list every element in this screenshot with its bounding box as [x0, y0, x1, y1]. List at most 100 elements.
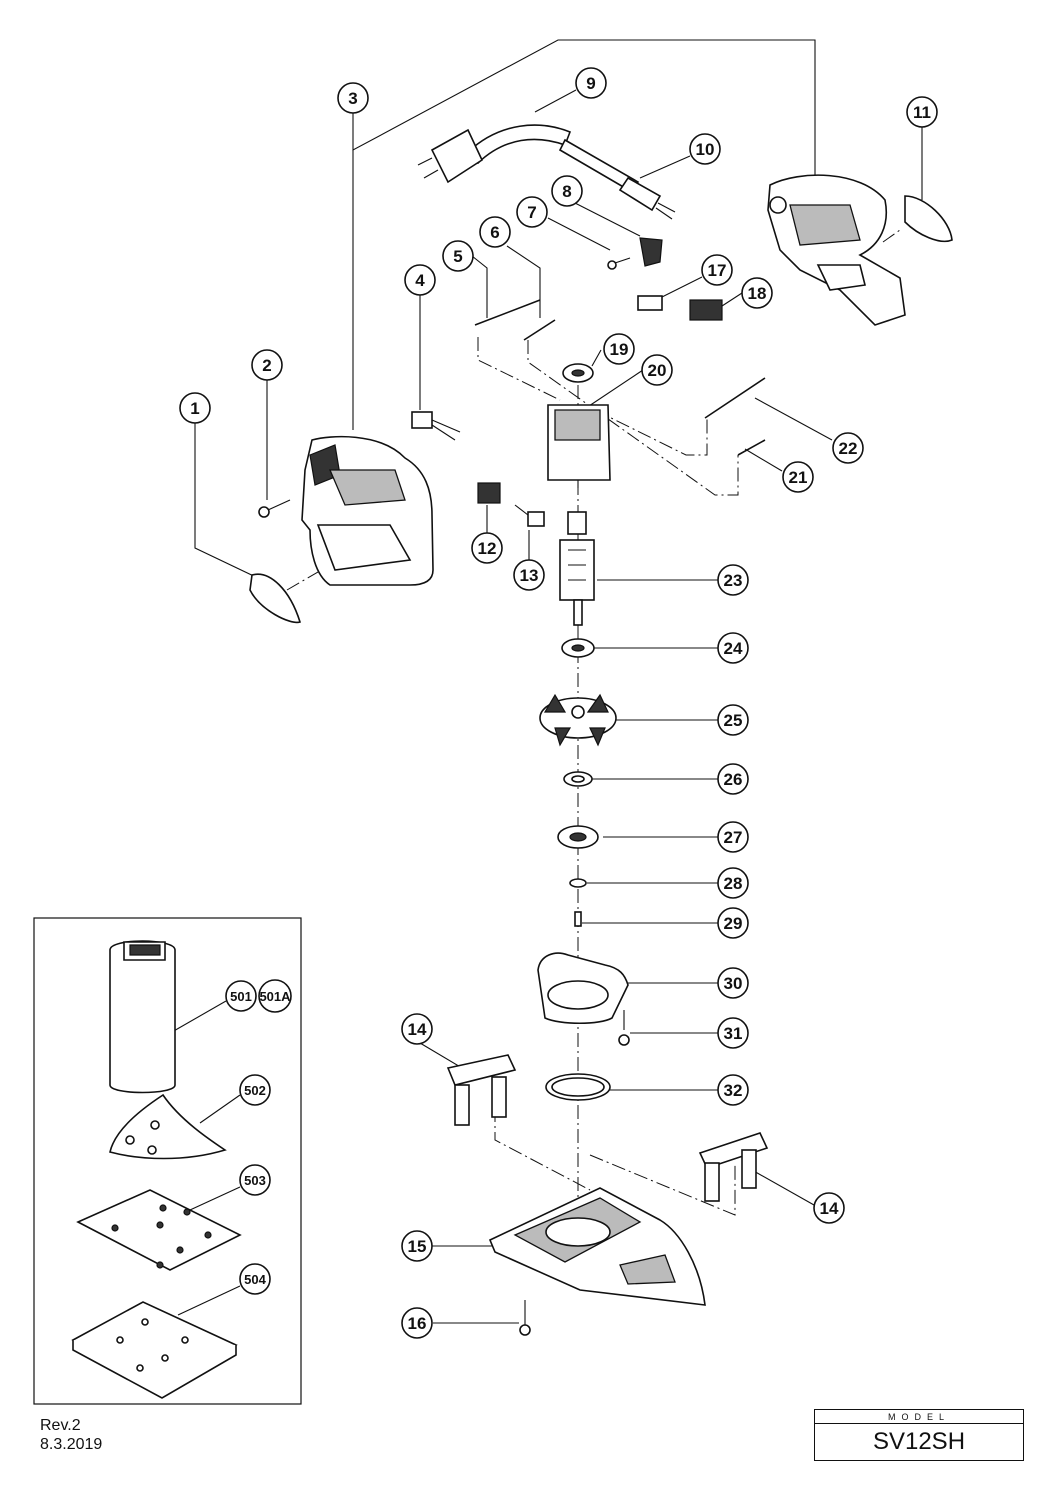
brush-holder — [477, 482, 501, 504]
svg-text:14: 14 — [820, 1199, 839, 1218]
handle-cover-left — [249, 573, 302, 624]
internal-wires — [474, 299, 766, 456]
power-switch — [689, 299, 723, 321]
callout-23: 23 — [717, 564, 749, 596]
screw-16 — [519, 1300, 531, 1336]
callout-18: 18 — [741, 277, 773, 309]
stator — [547, 404, 611, 488]
bearing-27 — [557, 825, 599, 849]
noise-suppressor — [411, 411, 461, 441]
svg-text:23: 23 — [724, 571, 743, 590]
callout-31: 31 — [717, 1017, 749, 1049]
model-title-box: MODEL SV12SH — [814, 1409, 1024, 1461]
screw-2 — [258, 499, 291, 518]
pad-joint-right — [698, 1132, 769, 1202]
bearing-19 — [562, 363, 594, 383]
svg-text:9: 9 — [586, 74, 595, 93]
callout-24: 24 — [717, 632, 749, 664]
svg-text:18: 18 — [748, 284, 767, 303]
model-name: SV12SH — [872, 1428, 966, 1455]
fan — [539, 693, 617, 747]
svg-text:503: 503 — [244, 1173, 266, 1188]
callout-28: 28 — [717, 867, 749, 899]
callout-3: 3 — [337, 82, 369, 114]
callout-21: 21 — [782, 461, 814, 493]
washer-28 — [569, 878, 587, 888]
svg-text:501A: 501A — [259, 989, 291, 1004]
svg-text:27: 27 — [724, 828, 743, 847]
svg-text:1: 1 — [190, 399, 199, 418]
punch-sheet — [76, 1189, 242, 1271]
svg-text:7: 7 — [527, 203, 536, 222]
dust-bag — [109, 940, 176, 1094]
power-cord — [466, 124, 676, 220]
callout-2: 2 — [251, 349, 283, 381]
svg-text:24: 24 — [724, 639, 743, 658]
svg-text:31: 31 — [724, 1024, 743, 1043]
housing-right-half — [767, 174, 906, 326]
callout-32: 32 — [717, 1074, 749, 1106]
svg-text:22: 22 — [839, 439, 858, 458]
armature — [559, 511, 595, 626]
svg-text:5: 5 — [453, 247, 462, 266]
power-plug — [417, 128, 484, 184]
callout-501: 501 — [225, 980, 257, 1012]
svg-text:2: 2 — [262, 356, 271, 375]
washer-26 — [563, 771, 593, 787]
callout-17: 17 — [701, 254, 733, 286]
callout-5: 5 — [442, 240, 474, 272]
svg-text:13: 13 — [520, 566, 539, 585]
revision-block: Rev.2 8.3.2019 — [40, 1416, 102, 1454]
svg-text:29: 29 — [724, 914, 743, 933]
svg-text:14: 14 — [408, 1020, 427, 1039]
terminal-block — [637, 295, 663, 311]
svg-text:10: 10 — [696, 140, 715, 159]
punch-plate — [71, 1301, 238, 1399]
svg-text:15: 15 — [408, 1237, 427, 1256]
callout-26: 26 — [717, 763, 749, 795]
triangle-sheet — [109, 1093, 227, 1160]
callout-8: 8 — [551, 175, 583, 207]
svg-text:26: 26 — [724, 770, 743, 789]
bearing-24 — [561, 638, 595, 658]
callout-9: 9 — [575, 67, 607, 99]
svg-text:6: 6 — [490, 223, 499, 242]
svg-text:501: 501 — [230, 989, 252, 1004]
svg-text:32: 32 — [724, 1081, 743, 1100]
svg-text:3: 3 — [348, 89, 357, 108]
rubber-ring — [545, 1073, 611, 1101]
callout-16: 16 — [401, 1307, 433, 1339]
callout-14: 14 — [813, 1192, 845, 1224]
accessories-box — [33, 917, 302, 1405]
revision-label: Rev.2 — [40, 1417, 81, 1434]
callout-6: 6 — [479, 216, 511, 248]
screw-31 — [618, 1010, 630, 1046]
revision-date: 8.3.2019 — [40, 1436, 103, 1453]
svg-text:4: 4 — [415, 271, 425, 290]
svg-text:30: 30 — [724, 974, 743, 993]
callout-10: 10 — [689, 133, 721, 165]
svg-text:20: 20 — [648, 361, 667, 380]
callout-12: 12 — [471, 532, 503, 564]
svg-text:21: 21 — [789, 468, 808, 487]
svg-text:28: 28 — [724, 874, 743, 893]
callout-4: 4 — [404, 264, 436, 296]
svg-text:504: 504 — [244, 1272, 266, 1287]
leader-lines — [171, 39, 923, 1324]
callout-25: 25 — [717, 704, 749, 736]
svg-text:25: 25 — [724, 711, 743, 730]
cord-clip — [607, 237, 663, 270]
callout-27: 27 — [717, 821, 749, 853]
handle-cover-right — [904, 195, 953, 242]
screw-29 — [574, 911, 582, 927]
bearing-cover — [537, 952, 629, 1024]
callout-7: 7 — [516, 196, 548, 228]
callout-1: 1 — [179, 392, 211, 424]
callout-503: 503 — [239, 1164, 271, 1196]
svg-text:8: 8 — [562, 182, 571, 201]
svg-text:19: 19 — [610, 340, 629, 359]
svg-text:11: 11 — [913, 103, 931, 122]
pad-joint-left — [446, 1054, 517, 1126]
callout-11: 11 — [906, 96, 938, 128]
callout-502: 502 — [239, 1074, 271, 1106]
